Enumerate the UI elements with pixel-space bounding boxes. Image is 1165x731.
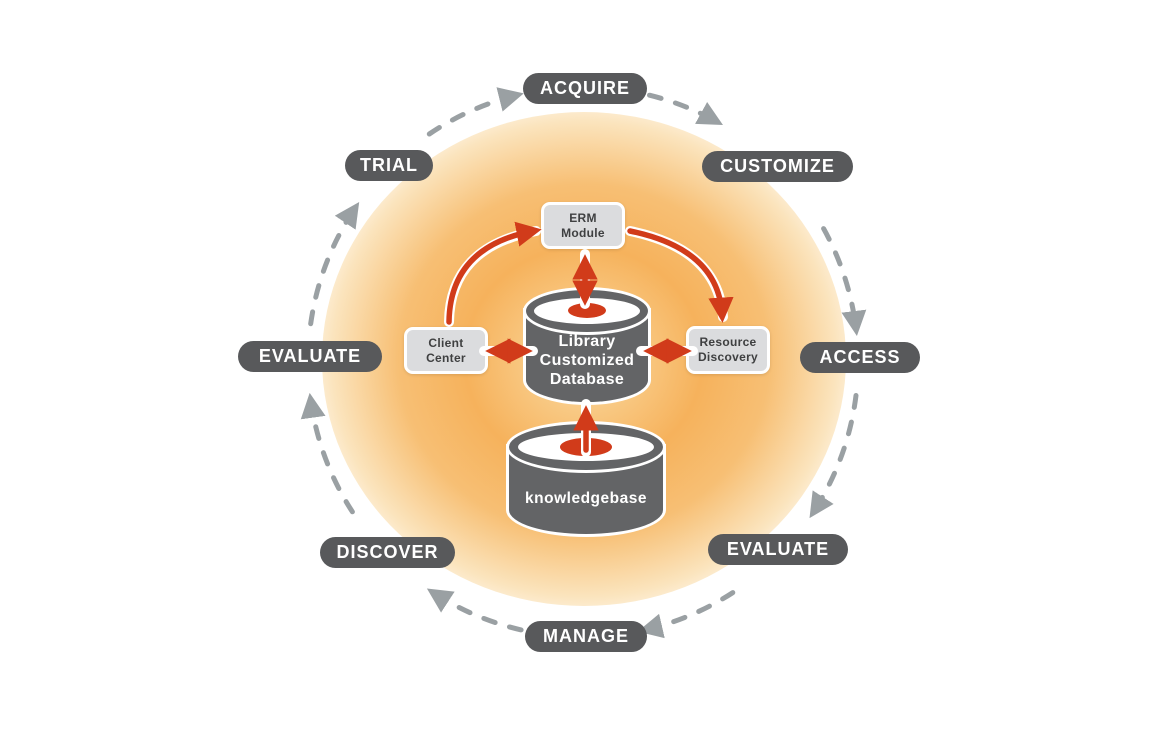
cycle-step-discover: DISCOVER bbox=[320, 537, 455, 568]
cycle-step-access: ACCESS bbox=[800, 342, 920, 373]
cycle-step-customize: CUSTOMIZE bbox=[702, 151, 853, 182]
library-database-label: Library Customized Database bbox=[539, 333, 635, 389]
knowledgebase-port-icon bbox=[560, 438, 612, 456]
cycle-step-acquire: ACQUIRE bbox=[523, 73, 647, 104]
cycle-step-manage: MANAGE bbox=[525, 621, 647, 652]
resource-discovery-label: Resource Discovery bbox=[697, 335, 759, 364]
cycle-arrow-acquire-customize bbox=[647, 92, 723, 126]
cycle-step-trial: TRIAL bbox=[345, 150, 433, 181]
library-port-icon bbox=[568, 303, 606, 318]
library-database-cylinder: Library Customized Database bbox=[526, 290, 648, 402]
cycle-arrow-manage-discover bbox=[426, 588, 524, 633]
client-center-label: Client Center bbox=[426, 335, 466, 365]
knowledgebase-cylinder: knowledgebase bbox=[509, 424, 663, 534]
client-center-box: Client Center bbox=[404, 327, 488, 374]
cycle-arrow-evaluate-manage bbox=[637, 590, 736, 639]
cycle-step-evaluate-left: EVALUATE bbox=[238, 341, 382, 372]
erm-module-box: ERM Module bbox=[541, 202, 625, 249]
knowledgebase-label: knowledgebase bbox=[525, 490, 647, 507]
resource-discovery-box: Resource Discovery bbox=[686, 326, 770, 374]
erm-module-label: ERM Module bbox=[561, 210, 605, 240]
cycle-step-evaluate-right: EVALUATE bbox=[708, 534, 848, 565]
